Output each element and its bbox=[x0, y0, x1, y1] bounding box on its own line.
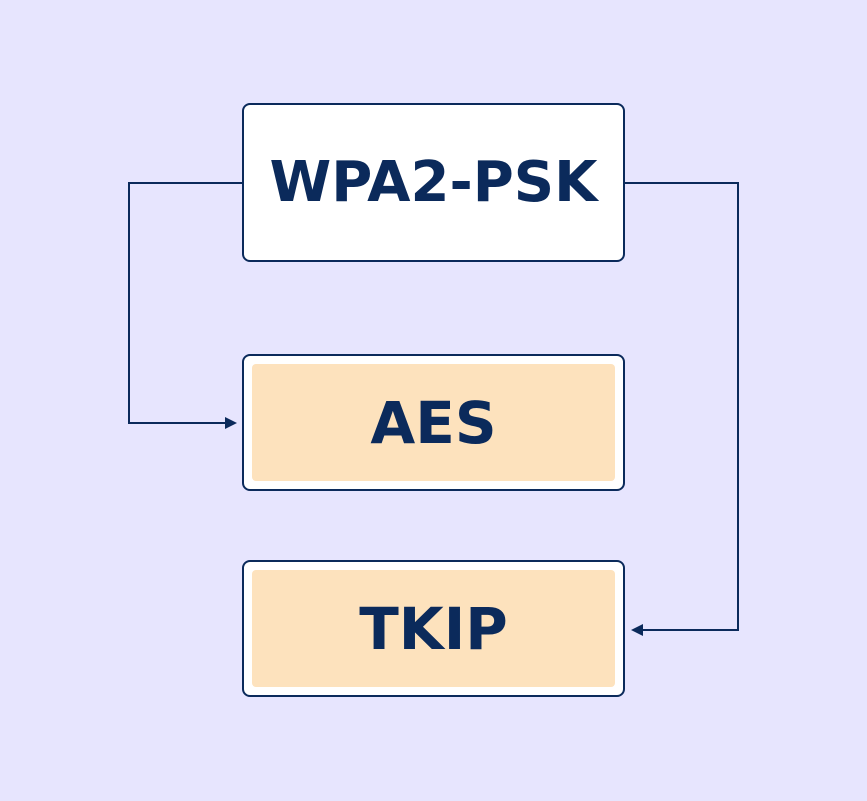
node-wpa2-psk: WPA2-PSK bbox=[242, 103, 625, 262]
node-label-wpa2-psk: WPA2-PSK bbox=[269, 149, 598, 215]
connector-root-to-tkip bbox=[625, 182, 739, 636]
node-fill-aes bbox=[252, 364, 615, 481]
node-fill-tkip bbox=[252, 570, 615, 687]
node-label-tkip: TKIP bbox=[359, 594, 508, 663]
node-tkip: TKIP bbox=[242, 560, 625, 697]
connector-root-to-aes bbox=[128, 182, 242, 429]
node-aes: AES bbox=[242, 354, 625, 491]
node-label-aes: AES bbox=[370, 388, 497, 457]
